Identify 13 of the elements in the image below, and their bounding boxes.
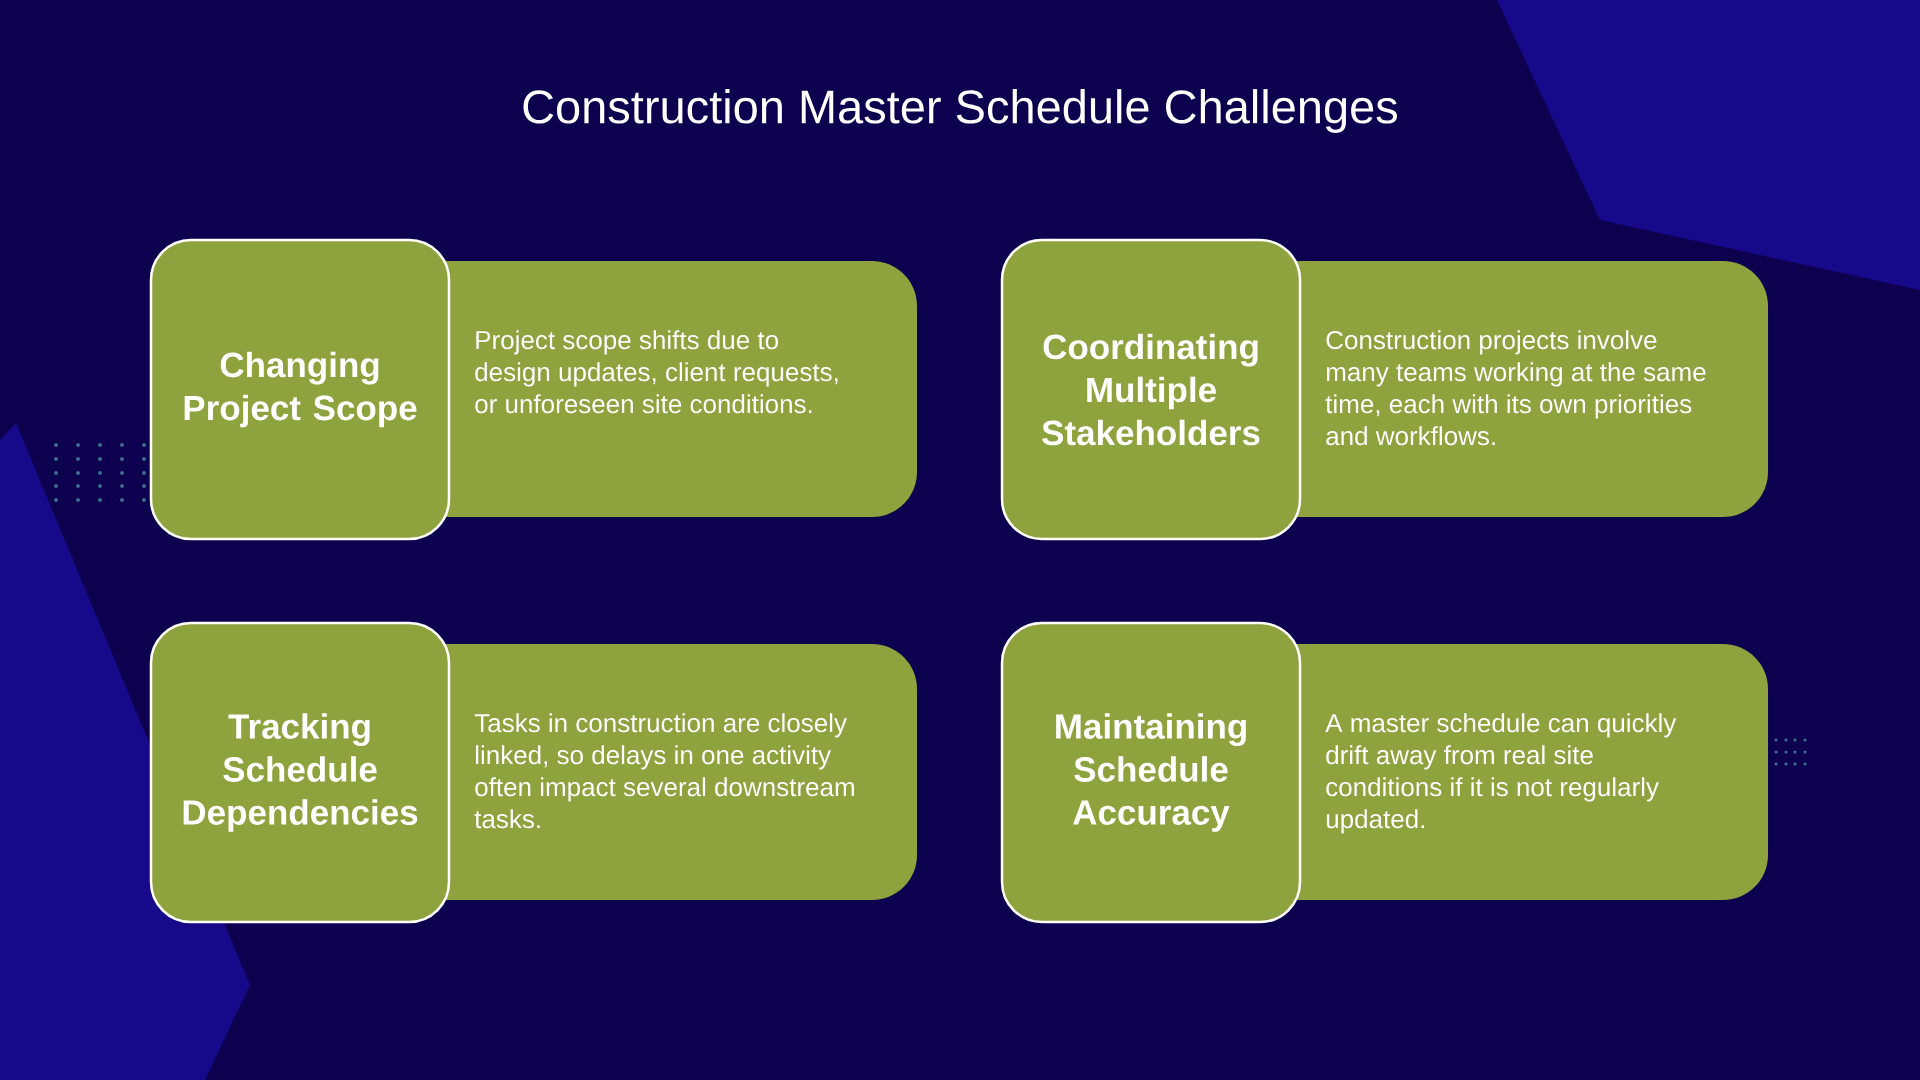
title: Construction Master Schedule Challenges — [523, 89, 1398, 133]
node-label: Project scope shifts due to design updates, client requests, or unforeseen site conditions. — [475, 330, 838, 414]
node-label: Construction projects involve many teams working at the same time, each with its own priorities and workflows. — [1325, 330, 1706, 446]
node-label: Tasks in construction are closely linked, so delays in one activity often impact several downstream tasks. — [474, 713, 854, 829]
description-box: A master schedule can quickly drift away from real site conditions if it is not regularly updated. — [1281, 644, 1768, 900]
heading-box: Coordinating Multiple Stakeholders — [1000, 238, 1302, 541]
heading-box: Tracking Schedule Dependencies — [149, 621, 451, 924]
description-box: Project scope shifts due to design updates, client requests, or unforeseen site conditions. — [430, 261, 917, 517]
description-box: Construction projects involve many teams working at the same time, each with its own priorities and workflows. — [1281, 261, 1768, 517]
heading-box: Changing Project Scope — [149, 238, 451, 541]
heading-box: Maintaining Schedule Accuracy — [1000, 621, 1302, 924]
node-label: A master schedule can quickly drift away from real site conditions if it is not regularly updated. — [1325, 713, 1677, 834]
description-box: Tasks in construction are closely linked, so delays in one activity often impact several downstream tasks. — [430, 644, 917, 900]
